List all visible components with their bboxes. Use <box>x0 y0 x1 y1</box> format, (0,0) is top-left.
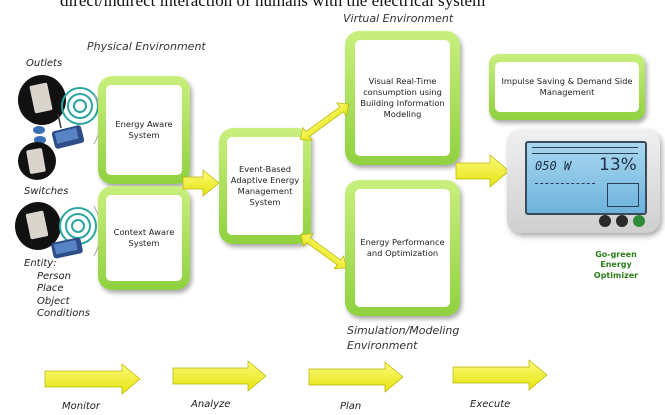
entity-object: Object <box>37 295 70 307</box>
impulse-saving-text: Impulse Saving & Demand Side Management <box>495 62 639 112</box>
visual-realtime-text: Visual Real-Time consumption using Build… <box>355 40 450 156</box>
outlet-sensor-icon <box>18 75 99 149</box>
arrow-to-event <box>182 169 220 197</box>
energy-aware-box: Energy Aware System <box>98 76 190 184</box>
virtual-environment-label: Virtual Environment <box>343 12 454 25</box>
energy-optimizer-device: 050 W 13% <box>507 129 660 233</box>
energy-aware-text: Energy Aware System <box>106 85 182 175</box>
optimizer-percent: 13% <box>599 155 637 175</box>
entity-list: Entity: Person Place Object Conditions <box>24 258 90 321</box>
arrow-analyze <box>172 360 267 392</box>
phase-analyze: Analyze <box>191 399 231 410</box>
arrow-monitor <box>44 363 141 395</box>
entity-heading: Entity: <box>24 258 57 269</box>
optimizer-label: Go-green Energy Optimizer <box>593 250 639 280</box>
simulation-environment-label: Simulation/Modeling Environment <box>347 324 460 352</box>
context-sensor-icon <box>15 202 97 259</box>
arrow-event-virtual <box>299 102 350 142</box>
visual-realtime-box: Visual Real-Time consumption using Build… <box>345 31 460 165</box>
optimizer-knob-1 <box>599 215 611 227</box>
arrow-to-optimizer <box>455 154 510 188</box>
context-aware-text: Context Aware System <box>106 195 182 281</box>
header-fragment: direct/indirect interaction of humans wi… <box>60 0 486 10</box>
optimizer-screen: 050 W 13% <box>525 141 647 215</box>
switches-label: Switches <box>24 186 69 197</box>
entity-person: Person <box>37 270 71 282</box>
phase-plan: Plan <box>340 401 362 412</box>
optimizer-knob-3 <box>633 215 645 227</box>
arrow-execute <box>452 359 548 391</box>
entity-conditions: Conditions <box>37 308 90 319</box>
impulse-saving-box: Impulse Saving & Demand Side Management <box>489 54 645 120</box>
outlets-label: Outlets <box>26 58 63 69</box>
optimizer-watts: 050 W <box>535 159 572 173</box>
arrow-event-simulation <box>300 233 347 270</box>
switch-sensor-icon <box>18 142 56 180</box>
optimizer-knob-2 <box>616 215 628 227</box>
context-aware-box: Context Aware System <box>98 186 190 290</box>
energy-performance-text: Energy Performance and Optimization <box>355 189 450 307</box>
event-based-box: Event-Based Adaptive Energy Management S… <box>219 128 311 244</box>
phase-monitor: Monitor <box>62 401 101 412</box>
phase-execute: Execute <box>470 399 511 410</box>
entity-place: Place <box>37 283 64 294</box>
event-based-text: Event-Based Adaptive Energy Management S… <box>227 137 303 235</box>
arrow-plan <box>308 361 404 393</box>
physical-environment-label: Physical Environment <box>87 40 206 53</box>
energy-performance-box: Energy Performance and Optimization <box>345 180 460 316</box>
